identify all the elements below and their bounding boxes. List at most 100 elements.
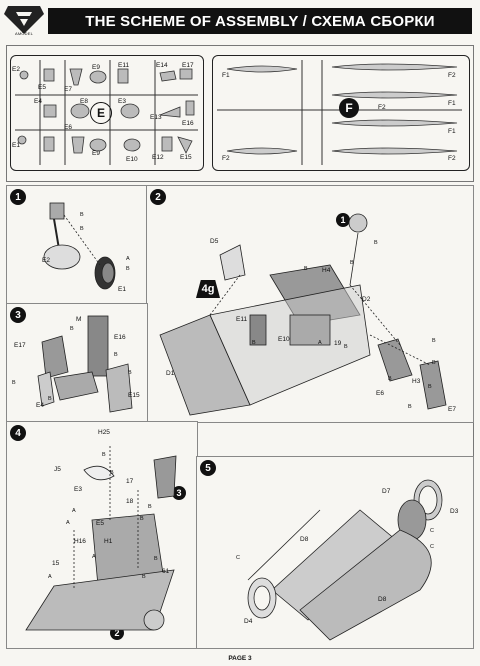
part-label: H3 (412, 378, 421, 385)
glue-marker: B (80, 212, 84, 218)
part-label: E5 (38, 84, 46, 91)
glue-marker: B (408, 404, 412, 410)
glue-marker: B (428, 384, 432, 390)
part-label: E9 (92, 64, 100, 71)
step-1-drawing (43, 202, 116, 290)
part-label: E4 (34, 98, 42, 105)
step-2-number: 2 (150, 189, 166, 205)
glue-marker: B (12, 380, 16, 386)
glue-marker: B (388, 376, 392, 382)
step-5-drawing (247, 479, 443, 641)
part-label: 19 (334, 340, 342, 347)
part-label: 61 (162, 568, 170, 575)
part-label: E1 (12, 142, 20, 149)
part-label: E10 (126, 156, 138, 163)
glue-marker: B (142, 574, 146, 580)
step-3-drawing (37, 315, 133, 413)
part-label: D8 (300, 536, 309, 543)
glue-marker: C (430, 544, 434, 550)
part-label: H1 (104, 538, 113, 545)
part-label: H25 (98, 429, 110, 436)
part-label: D7 (382, 488, 391, 495)
part-label: E6 (64, 124, 72, 131)
step-5-number: 5 (200, 460, 216, 476)
part-label: M (76, 316, 82, 323)
glue-marker: A (48, 574, 52, 580)
sprue-f-letter: F (339, 98, 359, 118)
glue-marker: C (430, 528, 434, 534)
part-label: D4 (244, 618, 253, 625)
part-label: 17 (126, 478, 134, 485)
glue-marker: A (92, 554, 96, 560)
part-label: E13 (150, 114, 162, 121)
step-1-number: 1 (10, 189, 26, 205)
glue-marker: B (110, 470, 114, 476)
part-label: E2 (12, 66, 20, 73)
part-label: E11 (118, 62, 130, 69)
part-label: E16 (182, 120, 194, 127)
part-label: E7 (64, 86, 72, 93)
glue-marker: C (236, 555, 240, 561)
glue-marker: B (128, 370, 132, 376)
glue-marker: B (432, 360, 436, 366)
glue-marker: B (344, 344, 348, 350)
glue-marker: B (102, 452, 106, 458)
glue-marker: B (48, 396, 52, 402)
part-label: E17 (182, 62, 194, 69)
part-label: H16 (74, 538, 86, 545)
glue-marker: B (126, 266, 130, 272)
part-label: E6 (376, 390, 384, 397)
part-label: F1 (222, 72, 230, 79)
step-3-panel (6, 303, 148, 423)
part-label: F2 (222, 155, 230, 162)
part-label: D8 (378, 596, 387, 603)
step-4-ref-3: 3 (172, 486, 186, 500)
part-label: E15 (128, 392, 140, 399)
step-4-drawing (25, 446, 177, 631)
part-label: E5 (96, 520, 104, 527)
part-label: E8 (80, 98, 88, 105)
part-label: D5 (210, 238, 219, 245)
part-label: J5 (54, 466, 61, 473)
part-label: H4 (322, 267, 331, 274)
part-label: E2 (42, 257, 50, 264)
part-label: E11 (236, 316, 248, 323)
glue-marker: B (70, 326, 74, 332)
glue-marker: A (126, 256, 130, 262)
part-label: E9 (92, 150, 100, 157)
step-3-number: 3 (10, 307, 26, 323)
part-label: F2 (378, 104, 386, 111)
part-label: F1 (448, 100, 456, 107)
glue-marker: B (304, 266, 308, 272)
part-label: E12 (152, 154, 164, 161)
glue-marker: B (114, 352, 118, 358)
part-label: 18 (126, 498, 134, 505)
part-label: D2 (362, 296, 371, 303)
part-label: 15 (52, 560, 60, 567)
part-label: D3 (450, 508, 459, 515)
glue-marker: B (374, 240, 378, 246)
part-label: E7 (448, 406, 456, 413)
glue-marker: B (140, 516, 144, 522)
glue-marker: A (66, 520, 70, 526)
glue-marker: A (72, 508, 76, 514)
sprue-e-letter: E (90, 102, 112, 124)
glue-marker: A (318, 340, 322, 346)
brand-logo (4, 6, 44, 34)
part-label: F1 (448, 128, 456, 135)
part-label: E15 (180, 154, 192, 161)
weight-badge: 4g (196, 280, 220, 298)
part-label: F2 (448, 155, 456, 162)
step-4-number: 4 (10, 425, 26, 441)
page-number: PAGE 3 (228, 655, 252, 662)
glue-marker: B (80, 226, 84, 232)
part-label: E17 (14, 342, 26, 349)
page-title: THE SCHEME OF ASSEMBLY / СХЕМА СБОРКИ (48, 8, 472, 34)
part-label: D1 (166, 370, 175, 377)
part-label: E3 (74, 486, 82, 493)
part-label: E16 (114, 334, 126, 341)
glue-marker: B (252, 340, 256, 346)
glue-marker: B (148, 504, 152, 510)
part-label: E14 (156, 62, 168, 69)
